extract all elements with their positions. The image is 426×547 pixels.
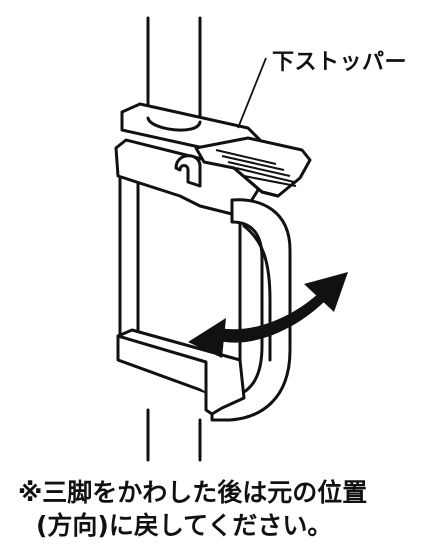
pole-lower: [146, 408, 202, 462]
callout-leader-line: [237, 57, 267, 129]
lower-stopper-label: 下ストッパー: [272, 50, 408, 75]
pole-upper: [146, 16, 202, 124]
clamp-strap-inner-line: [242, 224, 272, 362]
clamp-lower-foot-top: [116, 334, 208, 394]
clamp-frame-notch: [174, 154, 202, 188]
lever-grip-ridges: [215, 149, 297, 187]
double-curved-arrow-icon: [188, 272, 348, 358]
stopper-lever-edge: [232, 166, 280, 198]
instruction-note: ※三脚をかわした後は元の位置 (方向)に戻してください。: [18, 476, 418, 542]
instruction-line-1: ※三脚をかわした後は元の位置: [18, 478, 368, 507]
instruction-line-2: (方向)に戻してください。: [36, 511, 333, 540]
pole-collar: [146, 116, 202, 132]
